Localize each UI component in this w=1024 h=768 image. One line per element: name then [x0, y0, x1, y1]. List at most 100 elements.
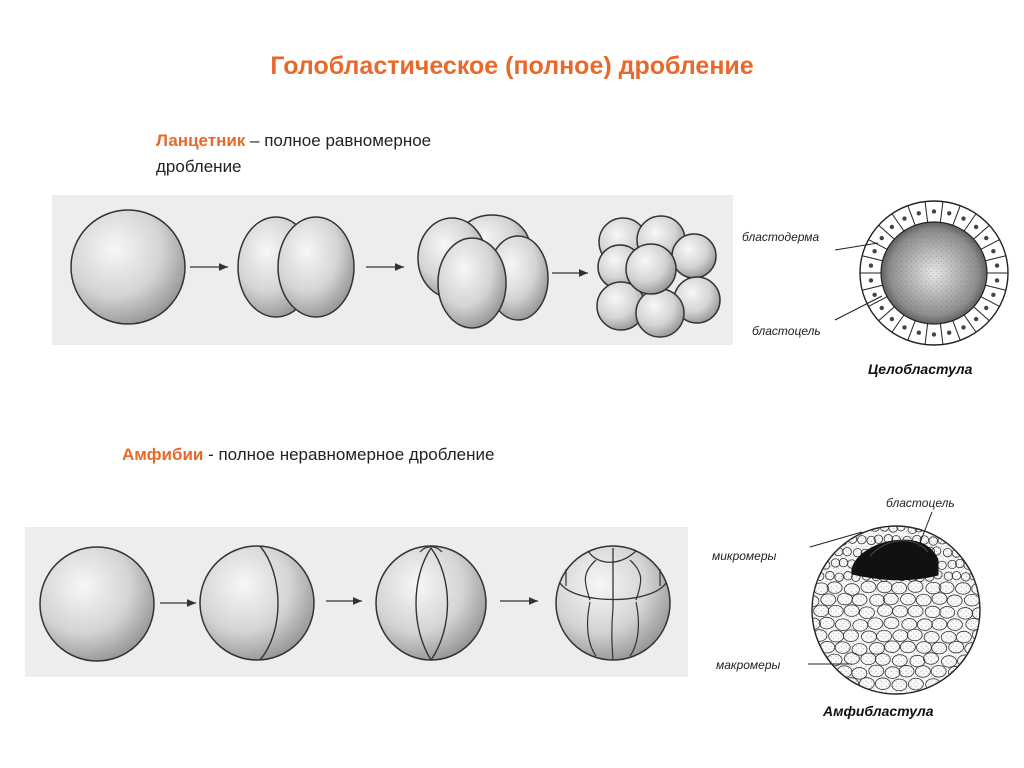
cell-nucleus — [879, 305, 884, 311]
cell-boundary — [963, 314, 977, 333]
cell-outline — [827, 604, 844, 618]
cell-outline — [843, 526, 853, 533]
lancelet-4-cell-stage — [417, 214, 549, 329]
cell-outline — [909, 654, 926, 668]
cell-outline — [812, 595, 820, 608]
cell-outline — [931, 618, 948, 631]
lancelet-8-cell-stage — [596, 215, 721, 338]
cell-outline — [891, 654, 908, 667]
lancelet-2-cell-stage — [237, 216, 355, 318]
cell-outline — [860, 580, 877, 594]
cell-outline — [891, 678, 908, 692]
cell-outline — [938, 581, 955, 594]
cell-outline — [818, 616, 835, 630]
amphiblastula-blastocoel-pointer — [917, 511, 933, 549]
cell-boundary — [924, 323, 929, 345]
cell-outline — [868, 664, 885, 678]
cell-outline — [820, 593, 837, 606]
cell-outline — [830, 558, 841, 568]
cell-outline — [900, 593, 916, 606]
cell-nucleus — [902, 216, 907, 221]
cell-outline — [874, 677, 891, 690]
coeloblastula-caption: Целобластула — [868, 361, 973, 377]
cell-nucleus — [916, 330, 922, 335]
cell-outline — [825, 526, 835, 533]
cell-outline — [942, 526, 953, 532]
cell-outline — [946, 618, 963, 631]
cell-boundary — [907, 205, 916, 226]
cell-boundary — [980, 296, 1000, 307]
cell-outline — [915, 593, 932, 607]
cell-nucleus — [946, 330, 952, 335]
cell-boundary — [980, 239, 1000, 250]
cell-outline — [946, 594, 963, 607]
amphibian-zygote — [39, 546, 155, 662]
cell-nucleus — [902, 325, 907, 330]
cell-outline — [955, 582, 971, 595]
blastoderm-pointer — [834, 242, 879, 251]
cell-outline — [869, 642, 885, 655]
cell-outline — [892, 629, 909, 642]
cell-nucleus — [984, 305, 989, 311]
cell-outline — [928, 536, 939, 546]
cell-outline — [933, 526, 943, 533]
cell-outline — [964, 667, 980, 680]
cell-outline — [866, 535, 876, 546]
cell-outline — [812, 665, 819, 678]
cell-outline — [972, 655, 980, 668]
cell-outline — [963, 593, 980, 607]
cell-outline — [873, 534, 884, 544]
cell-boundary — [891, 213, 905, 232]
cell-outline — [899, 640, 916, 654]
cell-outline — [924, 605, 941, 619]
cell-outline — [960, 526, 970, 532]
cell-outline — [867, 617, 884, 630]
cell-outline — [968, 546, 978, 556]
cell-boundary — [924, 201, 929, 223]
cell-boundary — [973, 224, 990, 240]
cell-boundary — [963, 213, 977, 232]
amphibian-2-cell-stage — [199, 545, 315, 661]
cell-outline — [812, 677, 827, 690]
cell-outline — [907, 580, 924, 593]
cell-outline — [892, 605, 909, 618]
cell-outline — [969, 526, 979, 533]
blastocoel-pointer — [834, 295, 883, 321]
cell-outline — [843, 571, 853, 581]
cell-boundary — [878, 224, 895, 240]
cell-outline — [930, 665, 947, 678]
cell-nucleus — [946, 211, 952, 216]
cell-boundary — [939, 323, 944, 345]
cell-nucleus — [879, 235, 884, 241]
cell-outline — [884, 640, 901, 653]
cell-outline — [834, 641, 851, 654]
cell-outline — [943, 571, 954, 581]
cell-nucleus — [916, 211, 922, 216]
cell-outline — [812, 557, 820, 568]
blastocoel-label: бластоцель — [752, 324, 821, 338]
cell-outline — [888, 526, 898, 533]
cell-nucleus — [931, 209, 937, 214]
cell-nucleus — [931, 332, 937, 337]
cell-outline — [813, 604, 830, 618]
cell-outline — [869, 594, 886, 607]
cell-nucleus — [961, 325, 966, 330]
blastoderm-cells — [860, 201, 1008, 345]
cell-outline — [852, 548, 863, 558]
lancelet-subtitle: Ланцетник – полное равномерное дробление — [156, 128, 431, 180]
cell-boundary — [952, 320, 961, 341]
micromeres-pointer — [809, 531, 863, 548]
cell-outline — [956, 534, 966, 544]
cell-outline — [812, 652, 828, 665]
amphiblastula-illustration — [811, 525, 981, 695]
cell-outline — [965, 618, 980, 631]
lancelet-name: Ланцетник — [156, 131, 246, 150]
cell-outline — [925, 581, 942, 595]
cell-outline — [826, 676, 843, 690]
cell-outline — [876, 629, 892, 643]
cell-outline — [923, 631, 940, 644]
cell-outline — [906, 628, 923, 642]
cell-nucleus — [984, 235, 989, 241]
cell-outline — [835, 618, 851, 631]
cell-nucleus — [973, 316, 979, 322]
